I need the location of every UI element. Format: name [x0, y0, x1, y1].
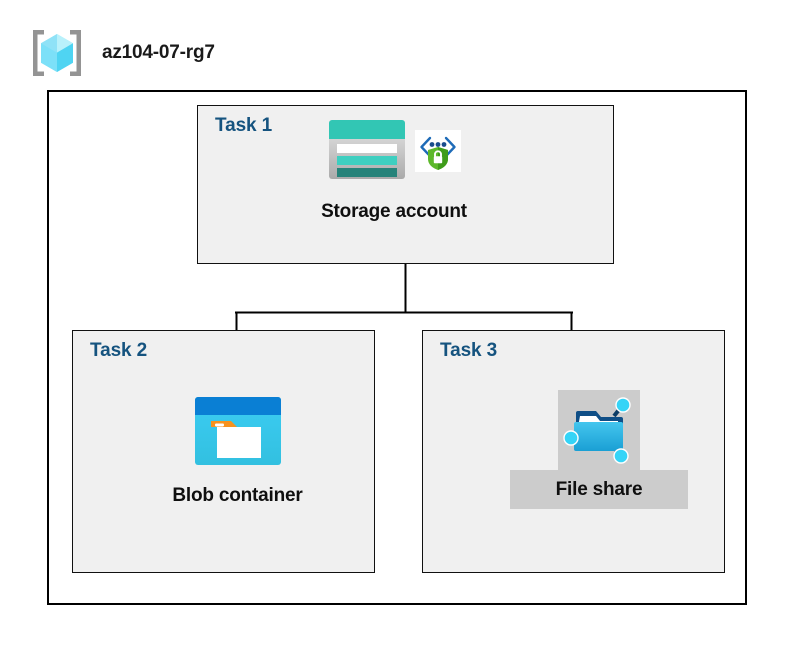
file-share-label-highlight: File share	[510, 470, 688, 509]
file-share-icon-highlight	[558, 390, 640, 470]
resource-group-title: az104-07-rg7	[102, 42, 215, 63]
node-caption-file-share: File share	[555, 478, 643, 500]
task-label-1: Task 1	[215, 115, 273, 136]
node-file-share[interactable]: File share	[510, 390, 688, 509]
resource-group-icon	[33, 30, 81, 76]
task-label-3: Task 3	[440, 340, 498, 361]
file-share-icon	[563, 397, 631, 464]
private-endpoint-icon	[415, 130, 461, 172]
node-caption-blob-container: Blob container	[172, 485, 303, 506]
storage-account-icon	[329, 120, 405, 179]
task-box-1[interactable]: Task 1	[197, 105, 614, 264]
task-label-2: Task 2	[90, 340, 148, 361]
blob-container-icon	[194, 397, 281, 465]
storage-account-icon-row	[327, 118, 461, 188]
node-storage-account[interactable]: Storage account	[285, 118, 503, 223]
node-blob-container[interactable]: Blob container	[150, 395, 325, 507]
resource-group-header: az104-07-rg7	[30, 26, 350, 80]
node-caption-storage-account: Storage account	[321, 201, 467, 222]
